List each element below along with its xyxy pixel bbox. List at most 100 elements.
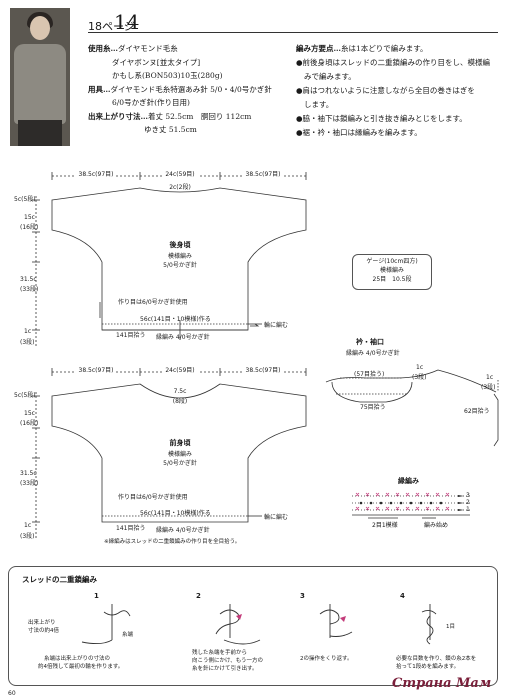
back-pickup: 141目拾う	[116, 332, 146, 339]
front-body-rows: (33段)	[20, 480, 39, 487]
materials-size: 着丈 52.5cm 胴回り 112cm	[148, 111, 252, 121]
back-body-hook: 5/0号かぎ針	[163, 262, 197, 269]
back-top-left-width: 38.5c(97目)	[76, 169, 116, 178]
collar-depth: 1c	[416, 364, 424, 371]
step-4-desc-2: 拾って1段めを編みます。	[396, 664, 460, 670]
step-1-desc-2: 約4倍残して最初の輪を作ります。	[38, 664, 124, 670]
knitting-step: ●脇・袖下は鎖編みと引き抜き編みとじをします。	[296, 114, 467, 123]
back-body-stitch: 模様編み	[167, 253, 192, 260]
step-4-mark: 1目	[446, 624, 455, 630]
materials-yarn-type: ダイヤボンヌ[並太タイプ]	[112, 57, 201, 67]
step-1-desc: 糸端は出来上がりの寸法の	[44, 656, 111, 662]
gauge-box: ゲージ(10cm四方) 模様編み 25目 10.5段	[352, 254, 432, 290]
step-4-number: 4	[400, 592, 405, 600]
knitting-step: します。	[304, 100, 334, 109]
thread-chain-title: スレッドの二重鎖編み	[22, 575, 97, 584]
front-hem-width: 56c(141目・10模様)作る	[140, 510, 211, 517]
front-edge-stitch: 縁編み 4/0号かぎ針	[156, 527, 210, 534]
collar-cuff-stitch: 縁編み 4/0号かぎ針	[346, 350, 400, 357]
back-top-right-width: 38.5c(97目)	[243, 169, 283, 178]
step-1-note-2: 寸法の約4倍	[28, 628, 59, 634]
knitting-step: ●肩はつれないように注意しながら全目の巻きはぎを	[296, 86, 475, 95]
collar-pick-back: (57目拾う)	[354, 371, 385, 378]
front-body-stitch: 模様編み	[167, 451, 192, 458]
front-pickup: 141目拾う	[116, 525, 146, 532]
step-1-note: 出来上がり	[28, 620, 56, 626]
garment-photo	[10, 8, 70, 146]
back-cast-on-note: 作り目は6/0号かぎ針使用	[118, 299, 188, 306]
step-2-desc-2: 向こう側にかけ、もう一方の	[192, 658, 264, 664]
knitting-points-title: 編み方要点…	[296, 44, 341, 53]
materials-tools-2: 6/0号かぎ針(作り目用)	[112, 98, 190, 107]
back-in-round: 輪に編む	[264, 322, 289, 329]
materials-yarn-key: 使用糸…	[88, 44, 118, 53]
watermark-logo: Страна Мам	[392, 676, 492, 691]
knitting-step: ●裾・衿・袖口は縁編みを編みます。	[296, 128, 422, 137]
back-edge-stitch: 縁編み 4/0号かぎ針	[156, 334, 210, 341]
front-top-right-width: 38.5c(97目)	[243, 365, 283, 374]
back-armhole-rows: (16段)	[20, 224, 39, 231]
front-edge-rows: (3段)	[20, 533, 35, 540]
front-neck-rows: (8段)	[172, 398, 188, 405]
front-shoulder-depth: 5c(5段)	[14, 392, 36, 399]
page-number: 60	[8, 690, 16, 697]
front-in-round: 輪に編む	[264, 514, 289, 521]
materials-yarn-amount: かもし系(BON503)10玉(280g)	[112, 71, 223, 80]
back-top-center-width: 24c(59目)	[162, 169, 198, 178]
header-rule	[88, 32, 498, 33]
step-2-desc: 残した糸端を手前から	[192, 650, 248, 656]
gauge-value: 25目 10.5段	[372, 276, 412, 283]
front-top-center-width: 24c(59目)	[162, 365, 198, 374]
front-edge-depth: 1c	[24, 522, 32, 529]
step-4-desc: 必要な目数を作り、鎖の糸2本を	[396, 656, 477, 662]
edging-row-3: 3	[466, 492, 470, 499]
materials-tools-key: 用具…	[88, 84, 111, 94]
collar-pick-front: 75目拾う	[360, 404, 386, 411]
cuff-rows: (3段)	[481, 384, 496, 391]
materials-yarn: ダイヤモンド毛糸	[118, 44, 178, 53]
back-body-title: 後身頃	[169, 241, 191, 249]
back-hem-width: 56c(141目・10模様)作る	[140, 316, 211, 323]
knitting-points-intro: 糸は1本どりで編みます。	[341, 44, 428, 53]
edging-title: 縁編み	[398, 477, 419, 485]
gauge-stitch: 模様編み	[379, 267, 404, 274]
back-armhole-depth: 15c	[24, 214, 35, 221]
back-body-rows: (33段)	[20, 286, 39, 293]
step-1-yarn-end: 糸端	[122, 632, 134, 638]
front-top-left-width: 38.5c(97目)	[76, 365, 116, 374]
materials-block: 使用糸…ダイヤモンド毛糸 ダイヤボンヌ[並太タイプ] かもし系(BON503)1…	[88, 42, 272, 137]
step-1-number: 1	[94, 592, 99, 600]
materials-tools: ダイヤモンド毛糸特選あみ針 5/0・4/0号かぎ針	[110, 84, 272, 94]
knitting-points: 編み方要点…糸は1本どりで編みます。 ●前後身頃はスレッドの二重鎖編みの作り目を…	[296, 42, 490, 140]
back-edge-rows: (3段)	[20, 339, 35, 346]
back-edge-depth: 1c	[24, 328, 32, 335]
edging-start: 編み始め	[424, 522, 449, 529]
front-body-depth: 31.5c	[20, 470, 37, 477]
step-2-desc-3: 糸を針にかけて引き出す。	[192, 666, 258, 672]
step-2-number: 2	[196, 592, 201, 600]
cuff-depth: 1c	[486, 374, 494, 381]
edging-row-1: 1	[466, 506, 470, 513]
pattern-number: 14	[114, 10, 140, 34]
front-edging-note: ※縁編みはスレッドの二重鎖編みの作り目を全目拾う。	[104, 539, 241, 545]
front-body-title: 前身頃	[169, 439, 191, 447]
collar-rows: (3段)	[412, 374, 427, 381]
knitting-step: ●前後身頃はスレッドの二重鎖編みの作り目をし、模様編	[296, 58, 491, 67]
edging-repeat: 2目1模様	[372, 522, 398, 529]
front-neck-depth: 7.5c	[173, 388, 187, 395]
step-3-number: 3	[300, 592, 305, 600]
front-armhole-depth: 15c	[24, 410, 35, 417]
materials-size-2: ゆき丈 51.5cm	[144, 125, 197, 134]
gauge-title: ゲージ(10cm四方)	[366, 258, 418, 265]
cuff-pickup: 62目拾う	[464, 408, 490, 415]
back-shoulder-depth: 5c(5段)	[14, 196, 36, 203]
front-armhole-rows: (16段)	[20, 420, 39, 427]
back-body-depth: 31.5c	[20, 276, 37, 283]
front-cast-on-note: 作り目は6/0号かぎ針使用	[118, 494, 188, 501]
collar-cuff-title: 衿・袖口	[356, 338, 384, 346]
knitting-step: みで編みます。	[304, 72, 356, 81]
edging-row-2: 2	[466, 499, 470, 506]
back-neck-depth: 2c(2段)	[169, 184, 191, 191]
step-3-desc: 2の操作をくり返す。	[300, 656, 353, 662]
thread-chain-panel	[8, 566, 498, 686]
